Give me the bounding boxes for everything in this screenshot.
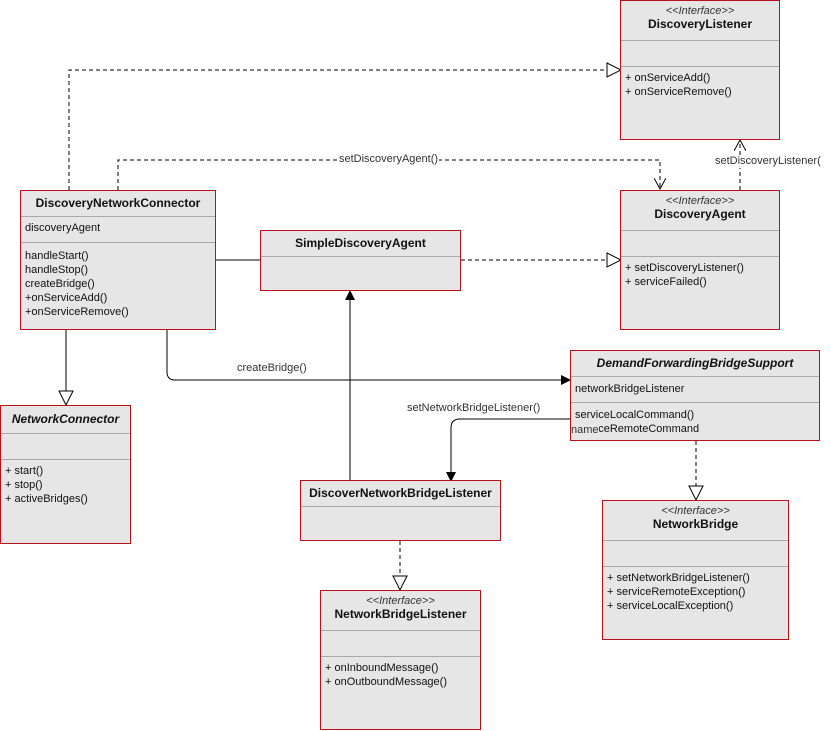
attributes-section [321, 631, 480, 657]
method: + start() [5, 465, 44, 477]
class-name: DiscoverNetworkBridgeListener [309, 486, 492, 500]
class-discover-network-bridge-listener[interactable]: DiscoverNetworkBridgeListener [300, 480, 501, 541]
methods-section: + setDiscoveryListener() + serviceFailed… [621, 257, 779, 293]
method: + onServiceAdd() [625, 72, 711, 84]
attributes-section [603, 541, 788, 567]
method: handleStop() [25, 264, 88, 276]
class-name: NetworkBridge [652, 517, 739, 531]
attributes-section [621, 231, 779, 257]
attributes-section [1, 434, 130, 460]
method: + stop() [5, 479, 43, 491]
method: + serviceFailed() [625, 276, 707, 288]
method: + serviceLocalException() [607, 600, 734, 612]
attributes-section: discoveryAgent [21, 217, 215, 243]
overlapping-label-fragment: name [571, 424, 599, 437]
class-name: DemandForwardingBridgeSupport [596, 356, 794, 370]
edge-set-network-bridge-listener [446, 418, 570, 482]
methods-section: + onInboundMessage() + onOutboundMessage… [321, 657, 480, 693]
class-network-bridge[interactable]: <<Interface>> NetworkBridge + setNetwork… [602, 500, 789, 640]
edge-label-set-discovery-agent: setDiscoveryAgent() [338, 153, 440, 166]
method: createBridge() [25, 278, 95, 290]
method: + setNetworkBridgeListener() [607, 572, 750, 584]
stereotype-label: <<Interface>> [665, 195, 735, 207]
stereotype-label: <<Interface>> [366, 595, 435, 607]
attributes-section: networkBridgeListener [571, 377, 819, 403]
method: + serviceRemoteException() [607, 586, 746, 598]
attribute: networkBridgeListener [575, 383, 685, 395]
method: + onServiceRemove() [625, 86, 732, 98]
class-network-bridge-listener[interactable]: <<Interface>> NetworkBridgeListener + on… [320, 590, 481, 730]
method: + onOutboundMessage() [325, 676, 447, 688]
edge-label-create-bridge: createBridge() [236, 362, 308, 375]
methods-section: serviceLocalCommand() serviceRemoteComma… [571, 403, 819, 440]
attributes-section [621, 41, 779, 67]
method: serviceRemoteCommand [575, 423, 700, 435]
edge-create-bridge [166, 330, 571, 385]
class-discovery-network-connector[interactable]: DiscoveryNetworkConnector discoveryAgent… [20, 190, 216, 330]
class-discovery-listener[interactable]: <<Interface>> DiscoveryListener + onServ… [620, 0, 780, 140]
methods-section: + setNetworkBridgeListener() + serviceRe… [603, 567, 788, 617]
class-name: SimpleDiscoveryAgent [295, 236, 426, 250]
stereotype-label: <<Interface>> [661, 505, 730, 517]
class-name: DiscoveryListener [647, 17, 753, 31]
class-name: DiscoveryAgent [654, 207, 746, 221]
class-network-connector[interactable]: NetworkConnector + start() + stop() + ac… [0, 405, 131, 544]
class-discovery-agent[interactable]: <<Interface>> DiscoveryAgent + setDiscov… [620, 190, 780, 330]
method: handleStart() [25, 250, 89, 262]
methods-section: handleStart() handleStop() createBridge(… [21, 243, 215, 323]
edge-label-set-discovery-listener: setDiscoveryListener( [714, 155, 822, 168]
method: serviceLocalCommand() [575, 409, 695, 421]
attribute: discoveryAgent [25, 222, 101, 234]
edge-label-set-network-bridge-listener: setNetworkBridgeListener() [406, 402, 542, 415]
class-name: NetworkBridgeListener [334, 607, 467, 621]
edge-connector-to-discovery-listener [68, 70, 621, 190]
class-demand-forwarding-bridge-support[interactable]: DemandForwardingBridgeSupport networkBri… [570, 350, 820, 441]
class-simple-discovery-agent[interactable]: SimpleDiscoveryAgent [260, 230, 461, 291]
class-name: NetworkConnector [11, 412, 120, 426]
method: +onServiceRemove() [25, 306, 129, 318]
class-name: DiscoveryNetworkConnector [35, 196, 201, 210]
method: +onServiceAdd() [25, 292, 108, 304]
method: + activeBridges() [5, 493, 88, 505]
methods-section: + onServiceAdd() + onServiceRemove() [621, 67, 779, 103]
method: + onInboundMessage() [325, 662, 439, 674]
methods-section: + start() + stop() + activeBridges() [1, 460, 130, 510]
method: + setDiscoveryListener() [625, 262, 744, 274]
stereotype-label: <<Interface>> [665, 5, 735, 17]
